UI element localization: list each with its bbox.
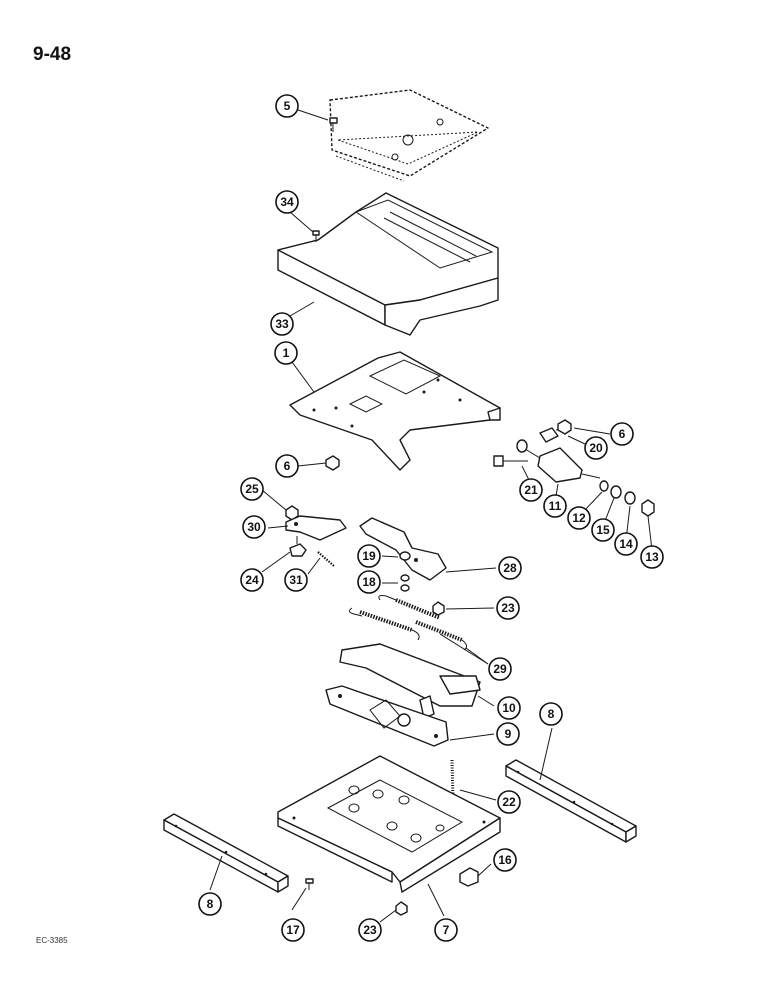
callout-1: 1 <box>274 341 298 365</box>
figure-code: EC-3385 <box>36 936 68 945</box>
svg-text:7: 7 <box>443 923 450 937</box>
callout-23-upper: 23 <box>496 596 520 620</box>
slide-rail-right-8 <box>505 759 637 843</box>
svg-text:29: 29 <box>493 662 507 676</box>
callout-12: 12 <box>567 506 591 530</box>
callout-22: 22 <box>497 790 521 814</box>
svg-text:9: 9 <box>505 727 512 741</box>
svg-text:30: 30 <box>247 520 261 534</box>
washer-12 <box>599 480 609 492</box>
callout-8-right: 8 <box>539 702 563 726</box>
svg-text:13: 13 <box>645 550 659 564</box>
callout-34: 34 <box>275 190 299 214</box>
callout-13: 13 <box>640 545 664 569</box>
svg-text:21: 21 <box>524 483 538 497</box>
callout-24: 24 <box>240 568 264 592</box>
svg-text:1: 1 <box>283 346 290 360</box>
svg-text:10: 10 <box>502 701 516 715</box>
release-handle-28 <box>359 517 447 581</box>
callout-10: 10 <box>497 696 521 720</box>
svg-text:6: 6 <box>284 459 291 473</box>
screw-5 <box>329 117 338 132</box>
callout-15: 15 <box>591 518 615 542</box>
callout-33: 33 <box>270 312 294 336</box>
callout-6-right: 6 <box>610 422 634 446</box>
callout-14: 14 <box>614 532 638 556</box>
base-plate-7 <box>277 755 501 893</box>
callout-31: 31 <box>284 568 308 592</box>
svg-text:31: 31 <box>289 573 303 587</box>
callout-6-left: 6 <box>275 454 299 478</box>
svg-text:17: 17 <box>286 923 300 937</box>
svg-text:14: 14 <box>619 537 633 551</box>
svg-text:19: 19 <box>362 549 376 563</box>
svg-text:23: 23 <box>501 601 515 615</box>
spring-31 <box>317 551 335 567</box>
callout-30: 30 <box>242 515 266 539</box>
svg-text:16: 16 <box>498 853 512 867</box>
callout-23-lower: 23 <box>358 918 382 942</box>
svg-text:8: 8 <box>207 897 214 911</box>
callout-18: 18 <box>357 570 381 594</box>
svg-text:28: 28 <box>503 561 517 575</box>
svg-text:8: 8 <box>548 707 555 721</box>
svg-text:18: 18 <box>362 575 376 589</box>
callout-19: 19 <box>357 544 381 568</box>
washer-19 <box>399 551 411 561</box>
callout-9: 9 <box>496 722 520 746</box>
callout-17: 17 <box>281 918 305 942</box>
callout-25: 25 <box>240 477 264 501</box>
nut-23-lower <box>395 901 408 916</box>
bolt-21 <box>493 455 528 467</box>
callout-5: 5 <box>275 94 299 118</box>
shock-absorber <box>516 439 601 483</box>
seat-shroud <box>277 192 499 336</box>
nut-13 <box>641 499 655 517</box>
scissor-arm-9 <box>325 685 449 747</box>
page-number: 9-48 <box>33 44 72 65</box>
screw-34 <box>312 230 320 242</box>
svg-text:25: 25 <box>245 482 259 496</box>
plug-16 <box>459 867 479 887</box>
callout-21: 21 <box>519 478 543 502</box>
leader-lines <box>209 109 653 923</box>
callout-29: 29 <box>488 657 512 681</box>
callout-7: 7 <box>434 918 458 942</box>
washer-14 <box>624 491 636 505</box>
washers-18 <box>400 574 410 592</box>
slide-rail-left-8 <box>163 813 289 893</box>
nut-6-left <box>325 455 340 471</box>
svg-text:6: 6 <box>619 427 626 441</box>
svg-text:23: 23 <box>363 923 377 937</box>
svg-text:11: 11 <box>549 499 562 513</box>
pivot-24 <box>289 536 307 557</box>
svg-text:12: 12 <box>572 511 586 525</box>
svg-text:33: 33 <box>275 317 289 331</box>
svg-text:20: 20 <box>589 441 603 455</box>
washer-15 <box>610 485 622 499</box>
svg-text:5: 5 <box>284 99 291 113</box>
screw-17 <box>305 878 314 890</box>
svg-text:34: 34 <box>280 195 294 209</box>
svg-text:24: 24 <box>245 573 259 587</box>
svg-text:22: 22 <box>502 795 516 809</box>
nut-23-upper <box>432 601 445 616</box>
scissor-plate-10 <box>339 643 481 719</box>
callout-20: 20 <box>584 436 608 460</box>
svg-text:15: 15 <box>596 523 610 537</box>
nut-6-right <box>557 419 572 435</box>
seat-top-plate <box>329 89 489 182</box>
lever-30 <box>285 515 347 541</box>
callout-28: 28 <box>498 556 522 580</box>
callout-8-left: 8 <box>198 892 222 916</box>
springs-29 <box>348 595 468 651</box>
suspension-top-plate <box>289 351 501 471</box>
callout-16: 16 <box>493 848 517 872</box>
nut-25 <box>285 505 299 521</box>
callout-11: 11 <box>543 494 567 518</box>
